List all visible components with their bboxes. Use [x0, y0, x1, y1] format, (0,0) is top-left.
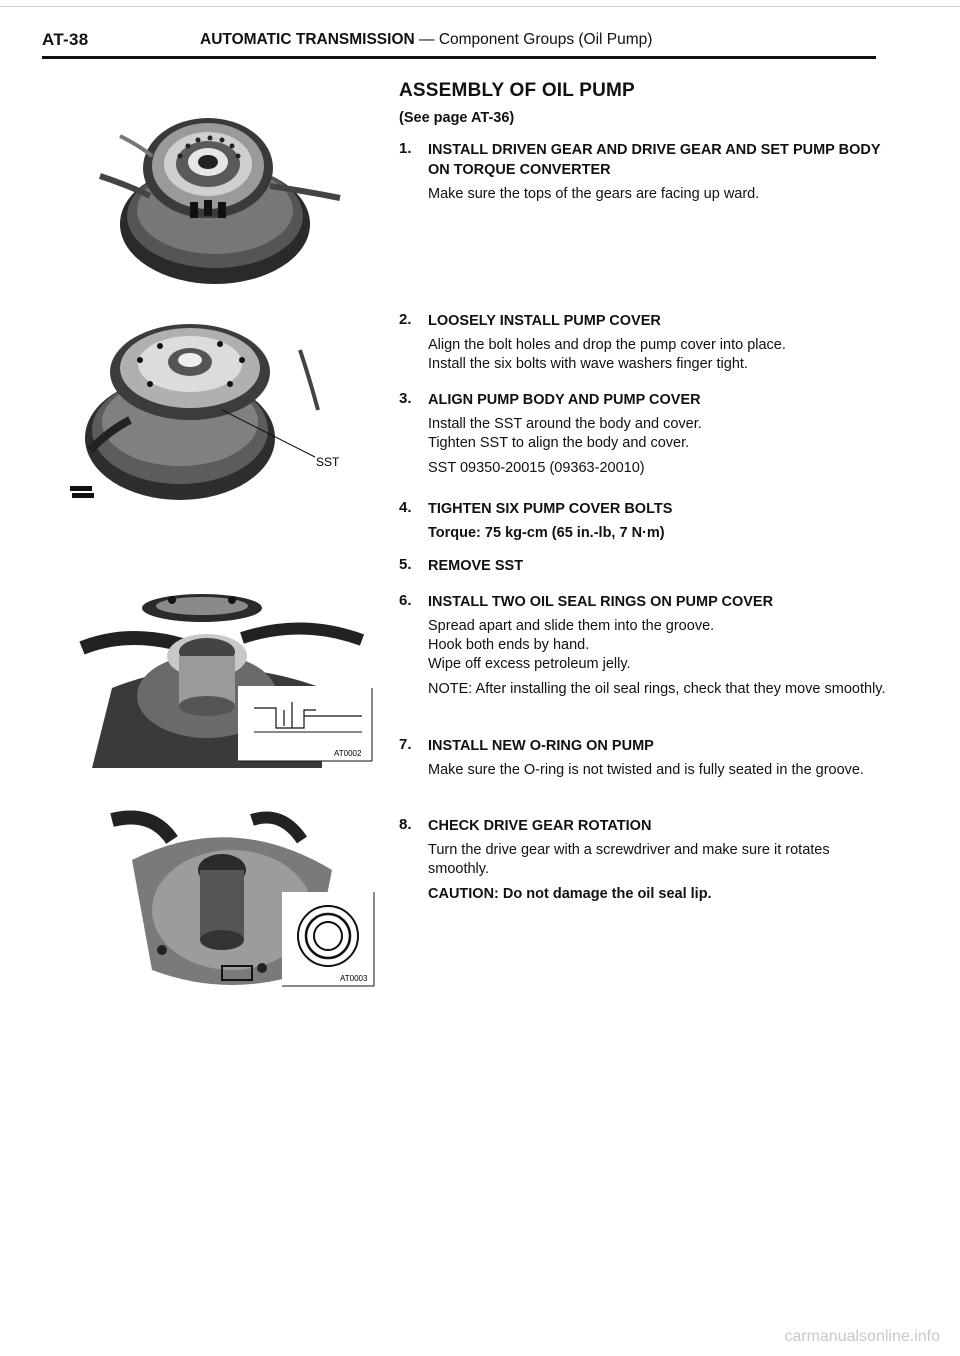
step-4: 4. TIGHTEN SIX PUMP COVER BOLTS Torque: …: [399, 499, 889, 543]
note: NOTE: After installing the oil seal ring…: [428, 681, 886, 697]
running-header: AUTOMATIC TRANSMISSION — Component Group…: [200, 31, 652, 49]
figure-2-photo: SST: [70, 324, 340, 500]
figure-4-photo: AT0003: [110, 810, 375, 987]
step-text: Spread apart and slide them into the gro…: [428, 618, 715, 634]
section-title: ASSEMBLY OF OIL PUMP: [399, 80, 635, 101]
header-rule: [42, 56, 876, 59]
step-text: Wipe off excess petroleum jelly.: [428, 656, 631, 672]
step-text: Tighten SST to align the body and cover.: [428, 435, 690, 451]
step-5: 5. REMOVE SST: [399, 556, 889, 576]
step-heading: INSTALL DRIVEN GEAR AND DRIVE GEAR AND S…: [428, 142, 881, 178]
step-number: 5.: [399, 556, 412, 573]
step-body: Install the SST around the body and cove…: [428, 415, 889, 478]
step-body: Make sure the O-ring is not twisted and …: [428, 761, 889, 780]
step-heading: REMOVE SST: [428, 558, 524, 574]
step-text: Align the bolt holes and drop the pump c…: [428, 337, 786, 353]
page-number: AT-38: [42, 30, 89, 49]
step-number: 8.: [399, 816, 412, 833]
step-1: 1. INSTALL DRIVEN GEAR AND DRIVE GEAR AN…: [399, 140, 889, 204]
step-text: Install the SST around the body and cove…: [428, 416, 702, 432]
step-body: Torque: 75 kg-cm (65 in.-lb, 7 N·m): [428, 524, 889, 543]
caution: CAUTION: Do not damage the oil seal lip.: [428, 886, 712, 902]
figure-code-at0003: AT0003: [340, 974, 368, 983]
step-text: Hook both ends by hand.: [428, 637, 590, 653]
see-page-reference: (See page AT-36): [399, 110, 515, 126]
step-body: Spread apart and slide them into the gro…: [428, 617, 889, 699]
step-8: 8. CHECK DRIVE GEAR ROTATION Turn the dr…: [399, 816, 889, 904]
step-6: 6. INSTALL TWO OIL SEAL RINGS ON PUMP CO…: [399, 592, 889, 699]
step-heading: TIGHTEN SIX PUMP COVER BOLTS: [428, 501, 673, 517]
step-text: Make sure the O-ring is not twisted and …: [428, 762, 865, 778]
figure-code-at0002: AT0002: [334, 749, 362, 758]
step-heading: INSTALL NEW O-RING ON PUMP: [428, 738, 654, 754]
step-number: 6.: [399, 592, 412, 609]
figure-pump-cover-sst: SST: [70, 310, 370, 520]
watermark: carmanualsonline.info: [784, 1328, 940, 1345]
step-heading: ALIGN PUMP BODY AND PUMP COVER: [428, 392, 701, 408]
step-number: 3.: [399, 390, 412, 407]
step-body: Make sure the tops of the gears are faci…: [428, 185, 889, 204]
sst-callout: SST: [316, 455, 340, 469]
figure-1-photo: [99, 118, 341, 284]
sst-part-number: SST 09350-20015 (09363-20010): [428, 460, 645, 476]
step-number: 4.: [399, 499, 412, 516]
step-3: 3. ALIGN PUMP BODY AND PUMP COVER Instal…: [399, 390, 889, 478]
figure-oil-seal-rings: AT0002: [72, 578, 382, 768]
step-text: Turn the drive gear with a screwdriver a…: [428, 842, 830, 877]
step-heading: CHECK DRIVE GEAR ROTATION: [428, 818, 652, 834]
step-body: Turn the drive gear with a screwdriver a…: [428, 841, 889, 904]
figure-drive-gear-rotation: AT0003: [92, 800, 382, 994]
step-body: Align the bolt holes and drop the pump c…: [428, 336, 889, 374]
step-number: 7.: [399, 736, 412, 753]
step-number: 2.: [399, 311, 412, 328]
header-title-rest: — Component Groups (Oil Pump): [414, 31, 653, 48]
step-2: 2. LOOSELY INSTALL PUMP COVER Align the …: [399, 311, 889, 374]
torque-spec: Torque: 75 kg-cm (65 in.-lb, 7 N·m): [428, 525, 665, 541]
step-text: Make sure the tops of the gears are faci…: [428, 186, 760, 202]
step-heading: LOOSELY INSTALL PUMP COVER: [428, 313, 661, 329]
header-title-bold: AUTOMATIC TRANSMISSION: [200, 31, 415, 48]
figure-3-photo: AT0002: [79, 594, 373, 768]
instruction-column: ASSEMBLY OF OIL PUMP (See page AT-36) 1.…: [399, 80, 889, 940]
figure-gears-on-converter: [90, 106, 380, 294]
step-text: Install the six bolts with wave washers …: [428, 356, 748, 372]
step-7: 7. INSTALL NEW O-RING ON PUMP Make sure …: [399, 736, 889, 780]
step-heading: INSTALL TWO OIL SEAL RINGS ON PUMP COVER: [428, 594, 774, 610]
step-number: 1.: [399, 140, 412, 157]
top-scan-line: [0, 6, 960, 7]
